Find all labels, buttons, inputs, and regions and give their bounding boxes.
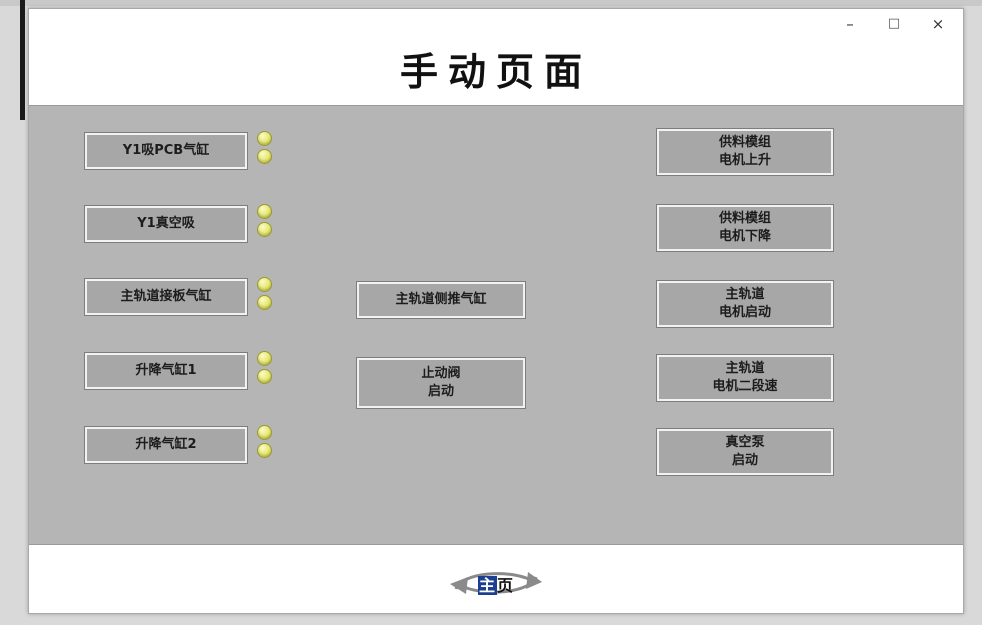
minimize-button[interactable]: – xyxy=(846,15,854,33)
vacuum-pump-start-button[interactable]: 真空泵 启动 xyxy=(657,429,833,475)
button-label-line2: 电机下降 xyxy=(718,229,771,244)
status-led-icon xyxy=(257,149,272,164)
control-panel: Y1吸PCB气缸 Y1真空吸 主轨道接板气缸 升降气缸1 升降气缸2 xyxy=(29,105,963,545)
lift-cylinder-2-button[interactable]: 升降气缸2 xyxy=(85,427,247,463)
indicator-leds xyxy=(257,277,272,310)
indicator-leds xyxy=(257,204,272,237)
button-label-line1: 供料模组 xyxy=(718,135,771,151)
button-label: Y1真空吸 xyxy=(137,216,195,232)
indicator-leds xyxy=(257,131,272,164)
status-led-icon xyxy=(257,131,272,146)
button-label-line2: 电机上升 xyxy=(718,153,771,168)
button-label-line2: 启动 xyxy=(731,453,758,468)
titlebar: – □ × xyxy=(29,9,963,39)
home-label: 主页 xyxy=(440,572,552,596)
maximize-button[interactable]: □ xyxy=(887,16,901,31)
y1-vacuum-button[interactable]: Y1真空吸 xyxy=(85,206,247,242)
manual-page-window: – □ × 手动页面 Y1吸PCB气缸 Y1真空吸 主轨道接板气缸 升降气缸1 … xyxy=(28,8,964,614)
screen-edge xyxy=(20,0,25,120)
button-label: 主轨道侧推气缸 xyxy=(395,292,487,308)
button-label-line1: 止动阀 xyxy=(421,366,461,382)
page-title: 手动页面 xyxy=(399,49,592,94)
y1-pcb-cylinder-button[interactable]: Y1吸PCB气缸 xyxy=(85,133,247,169)
main-track-motor-speed2-button[interactable]: 主轨道 电机二段速 xyxy=(657,355,833,401)
status-led-icon xyxy=(257,351,272,366)
stop-valve-start-button[interactable]: 止动阀 启动 xyxy=(357,358,525,408)
button-label-line1: 主轨道 xyxy=(725,287,765,303)
button-label-line1: 真空泵 xyxy=(725,435,765,451)
button-label: 升降气缸1 xyxy=(135,363,197,379)
button-label: 升降气缸2 xyxy=(135,437,197,453)
status-led-icon xyxy=(257,222,272,237)
button-label: Y1吸PCB气缸 xyxy=(122,143,210,159)
status-led-icon xyxy=(257,443,272,458)
status-led-icon xyxy=(257,369,272,384)
feed-module-motor-down-button[interactable]: 供料模组 电机下降 xyxy=(657,205,833,251)
main-track-motor-start-button[interactable]: 主轨道 电机启动 xyxy=(657,281,833,327)
indicator-leds xyxy=(257,351,272,384)
indicator-leds xyxy=(257,425,272,458)
cycle-arrows-icon xyxy=(450,572,542,594)
button-label: 主轨道接板气缸 xyxy=(120,289,212,305)
home-label-rest: 页 xyxy=(497,576,515,595)
footer: 主页 xyxy=(29,545,963,613)
status-led-icon xyxy=(257,425,272,440)
main-track-side-push-cylinder-button[interactable]: 主轨道侧推气缸 xyxy=(357,282,525,318)
button-label-line2: 电机二段速 xyxy=(712,379,778,394)
status-led-icon xyxy=(257,295,272,310)
close-button[interactable]: × xyxy=(931,15,945,33)
main-track-board-cylinder-button[interactable]: 主轨道接板气缸 xyxy=(85,279,247,315)
window-controls: – □ × xyxy=(839,13,949,35)
button-label-line2: 启动 xyxy=(427,384,454,399)
desktop-strip xyxy=(0,0,982,6)
status-led-icon xyxy=(257,277,272,292)
lift-cylinder-1-button[interactable]: 升降气缸1 xyxy=(85,353,247,389)
button-label-line1: 主轨道 xyxy=(725,361,765,377)
button-label-line1: 供料模组 xyxy=(718,211,771,227)
status-led-icon xyxy=(257,204,272,219)
button-label-line2: 电机启动 xyxy=(718,305,771,320)
home-label-highlight: 主 xyxy=(477,576,497,595)
home-button[interactable]: 主页 xyxy=(440,555,552,609)
feed-module-motor-up-button[interactable]: 供料模组 电机上升 xyxy=(657,129,833,175)
